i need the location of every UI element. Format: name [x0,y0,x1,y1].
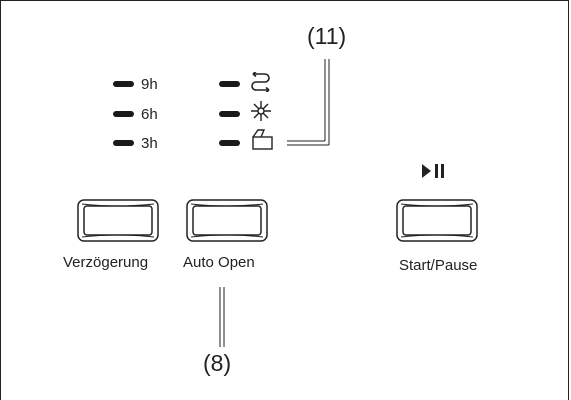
led-label-3h: 3h [141,135,158,152]
callout-11-leader [324,59,331,148]
start-pause-button-label: Start/Pause [399,257,478,274]
door-open-icon [250,128,274,150]
led-6h [113,111,134,117]
led-sparkle [219,111,240,117]
led-label-9h: 9h [141,76,158,93]
led-rinse [219,81,240,87]
rinse-cycle-icon [250,72,272,92]
play-pause-icon [421,163,447,179]
auto-open-button[interactable] [186,199,268,242]
sparkle-icon [250,100,272,122]
start-pause-button[interactable] [396,199,478,242]
delay-button-label: Verzögerung [63,254,149,271]
led-label-6h: 6h [141,106,158,123]
delay-button[interactable] [77,199,159,242]
callout-11-leader-horizontal [287,140,331,148]
led-3h [113,140,134,146]
callout-8-leader [219,287,225,347]
auto-open-button-label: Auto Open [183,254,255,271]
callout-8: (8) [203,350,232,376]
led-door-open [219,140,240,146]
callout-11: (11) [307,23,347,49]
led-9h [113,81,134,87]
